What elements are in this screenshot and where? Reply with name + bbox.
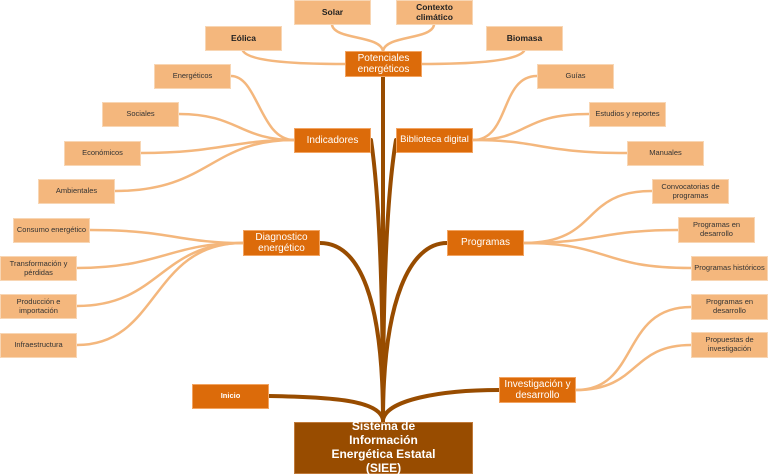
- twig-eolica: [241, 49, 347, 66]
- branch-inicio[interactable]: Inicio: [192, 384, 269, 409]
- twig-propuestas: [574, 343, 693, 392]
- trunk-investigacion: [381, 388, 501, 422]
- twig-inv-prog-desarrollo: [574, 305, 693, 392]
- twig-contexto: [381, 23, 436, 53]
- leaf-solar[interactable]: Solar: [294, 0, 371, 25]
- twig-convocatorias: [522, 189, 654, 245]
- twig-produccion: [75, 241, 245, 308]
- branch-biblioteca-digital[interactable]: Biblioteca digital: [396, 128, 473, 153]
- leaf-propuestas-investigacion[interactable]: Propuestas de investigación: [691, 332, 768, 358]
- trunk-programas: [381, 241, 449, 422]
- leaf-produccion-importacion[interactable]: Producción e importación: [0, 294, 77, 319]
- twig-consumo: [88, 228, 245, 245]
- twig-estudios: [471, 112, 591, 142]
- twig-infraestructura: [75, 241, 245, 347]
- branch-investigacion-desarrollo[interactable]: Investigación y desarrollo: [499, 377, 576, 403]
- branch-potenciales-energeticos[interactable]: Potenciales energéticos: [345, 51, 422, 77]
- leaf-eolica[interactable]: Eólica: [205, 26, 282, 51]
- leaf-energeticos[interactable]: Energéticos: [154, 64, 231, 89]
- twig-energeticos: [229, 74, 296, 142]
- leaf-contexto-climatico[interactable]: Contexto climático: [396, 0, 473, 25]
- leaf-manuales[interactable]: Manuales: [627, 141, 704, 166]
- root-node-siee[interactable]: Sistema de Información Energética Estata…: [294, 420, 473, 475]
- leaf-investigacion-programas-en-desarrollo[interactable]: Programas en desarrollo: [691, 294, 768, 320]
- twig-prog-historicos: [522, 241, 693, 270]
- branch-diagnostico-energetico[interactable]: Diagnostico energético: [243, 230, 320, 256]
- leaf-transformacion-perdidas[interactable]: Transformación y pérdidas: [0, 256, 77, 281]
- twig-guias: [471, 74, 539, 142]
- leaf-ambientales[interactable]: Ambientales: [38, 179, 115, 204]
- leaf-convocatorias-programas[interactable]: Convocatorias de programas: [652, 179, 729, 204]
- leaf-guias[interactable]: Guías: [537, 64, 614, 89]
- leaf-biomasa[interactable]: Biomasa: [486, 26, 563, 51]
- branch-indicadores[interactable]: Indicadores: [294, 128, 371, 153]
- branch-programas[interactable]: Programas: [447, 230, 524, 256]
- twig-ambientales: [113, 138, 296, 193]
- twig-manuales: [471, 138, 629, 155]
- leaf-programas-en-desarrollo[interactable]: Programas en desarrollo: [678, 217, 755, 243]
- leaf-estudios-reportes[interactable]: Estudios y reportes: [589, 102, 666, 127]
- leaf-sociales[interactable]: Sociales: [102, 102, 179, 127]
- leaf-infraestructura[interactable]: Infraestructura: [0, 333, 77, 358]
- trunk-diagnostico: [318, 241, 385, 422]
- twig-biomasa: [419, 49, 526, 66]
- trunk-inicio: [267, 394, 385, 422]
- leaf-economicos[interactable]: Económicos: [64, 141, 141, 166]
- leaf-programas-historicos[interactable]: Programas históricos: [691, 256, 768, 281]
- twig-sociales: [177, 112, 296, 142]
- leaf-consumo-energetico[interactable]: Consumo energético: [13, 218, 90, 243]
- twig-solar: [330, 23, 385, 53]
